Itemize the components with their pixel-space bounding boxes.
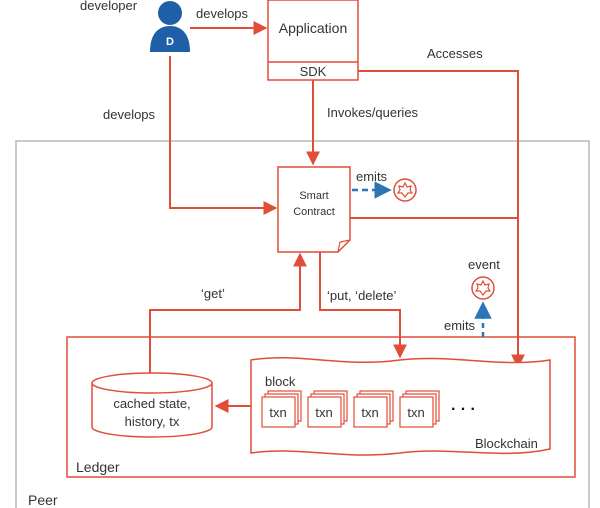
accesses-arrow [358,70,525,369]
txn-stack-2: txn [307,390,348,428]
emits-top-label: emits [356,169,388,184]
more-blocks-ellipsis: · · · [451,401,476,418]
block-label: block [265,374,296,389]
event-gear-icon [471,276,495,300]
develops-left-arrow [169,56,278,215]
accesses-label: Accesses [427,46,483,61]
emits-bottom-label: emits [444,318,476,333]
get-arrow [149,252,307,376]
event-gear-icon [393,178,417,202]
application-label: Application [279,20,348,36]
develops-top-label: develops [196,6,249,21]
develops-left-label: develops [103,107,156,122]
get-label: ‘get’ [201,286,225,301]
cached-state-db: cached state, history, tx [91,372,213,438]
smart-contract-box: Smart Contract [277,166,351,253]
smart-contract-label-2: Contract [293,206,335,218]
txn-label: txn [361,405,378,420]
put-delete-label: ‘put, ‘delete’ [327,288,396,303]
invokes-label: Invokes/queries [327,105,419,120]
application-box: Application SDK [267,0,359,81]
person-initial: D [166,36,174,48]
txn-stack-1: txn [261,390,302,428]
cached-state-label-1: cached state, [113,396,190,411]
developer-person-icon: D [150,1,190,52]
txn-label: txn [407,405,424,420]
txn-label: txn [269,405,286,420]
smart-contract-label-1: Smart [299,190,328,202]
event-label: event [468,257,500,272]
peer-label: Peer [28,492,58,508]
sdk-label: SDK [300,64,327,79]
developer-label: developer [80,0,138,13]
put-delete-arrow [319,252,407,359]
ledger-label: Ledger [76,459,120,475]
txn-stack-3: txn [353,390,394,428]
txn-stack-4: txn [399,390,440,428]
blockchain-label: Blockchain [475,436,538,451]
txn-label: txn [315,405,332,420]
cached-state-label-2: history, tx [125,414,180,429]
